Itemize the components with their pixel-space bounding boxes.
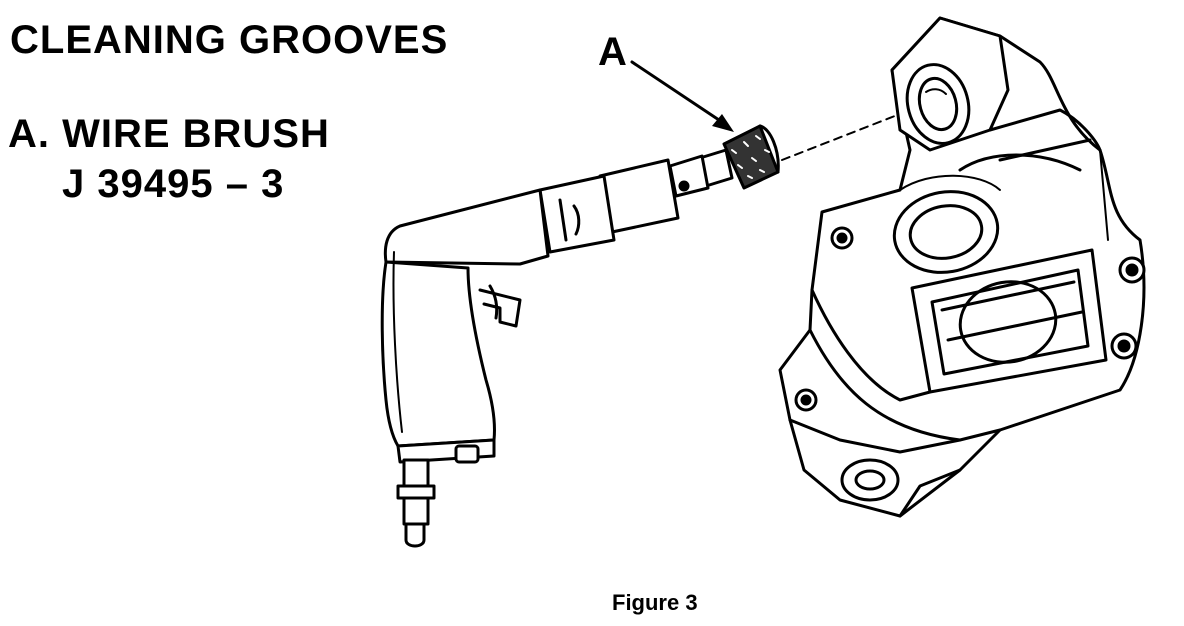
callout-arrow — [630, 60, 734, 132]
brake-caliper-icon — [778, 16, 1146, 518]
diagram-title: CLEANING GROOVES — [10, 18, 449, 62]
alignment-dashed-line — [781, 111, 906, 161]
callout-letter-a: A — [598, 30, 627, 74]
air-tool-icon — [380, 148, 734, 548]
figure-caption: Figure 3 — [612, 590, 698, 615]
legend-part-number: J 39495 – 3 — [62, 162, 285, 206]
legend-wire-brush: A. WIRE BRUSH — [8, 112, 330, 156]
wire-brush-icon — [722, 124, 780, 190]
